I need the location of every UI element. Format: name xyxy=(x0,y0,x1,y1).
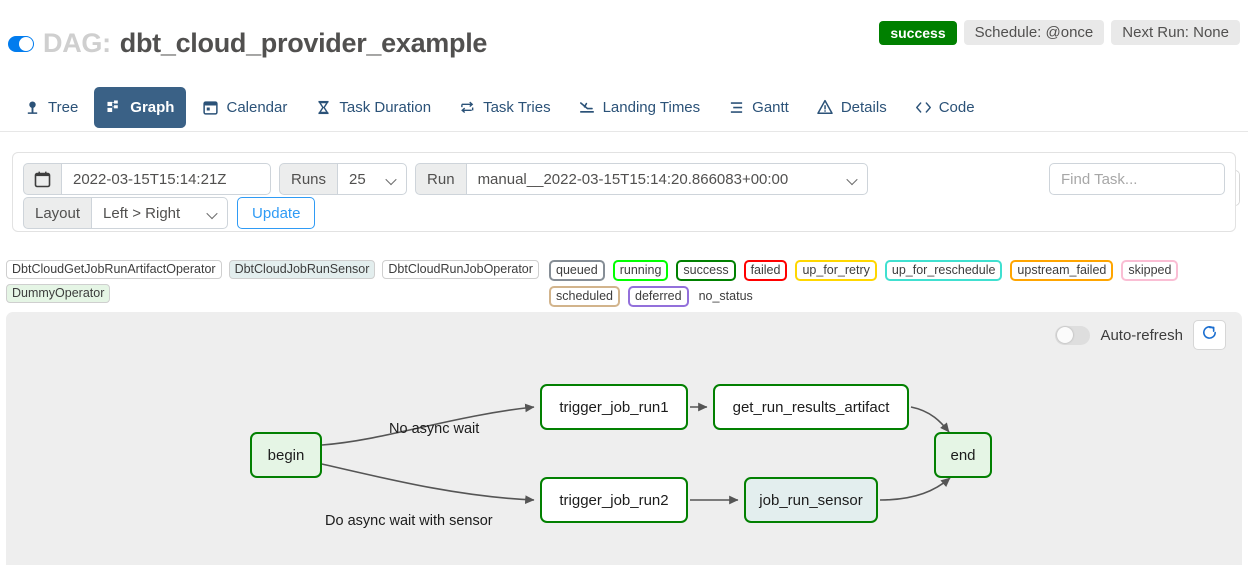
layout-label: Layout xyxy=(23,197,92,229)
run-label: Run xyxy=(415,163,466,195)
run-select[interactable]: manual__2022-03-15T15:14:20.866083+00:00 xyxy=(465,163,868,195)
tab-details[interactable]: Details xyxy=(805,87,899,128)
schedule-badge[interactable]: Schedule: @once xyxy=(963,20,1105,45)
auto-refresh-bar: Auto-refresh xyxy=(1055,320,1226,350)
graph-node-trigger-job-run2[interactable]: trigger_job_run2 xyxy=(540,477,688,523)
status-legend: queued running success failed up_for_ret… xyxy=(549,260,1243,307)
status-chip-scheduled: scheduled xyxy=(549,286,620,307)
update-button[interactable]: Update xyxy=(237,197,316,229)
find-task-input[interactable]: Find Task... xyxy=(1049,163,1225,195)
graph-icon xyxy=(106,99,123,116)
status-chip-up-for-reschedule: up_for_reschedule xyxy=(884,260,1003,281)
dag-name: dbt_cloud_provider_example xyxy=(119,28,488,58)
status-chip-deferred: deferred xyxy=(628,286,689,307)
node-label: job_run_sensor xyxy=(759,491,863,509)
graph-node-trigger-job-run1[interactable]: trigger_job_run1 xyxy=(540,384,688,430)
layout-group: Layout Left > Right xyxy=(23,197,229,229)
tab-tree[interactable]: Tree xyxy=(12,87,90,128)
edge-label-no-async-wait: No async wait xyxy=(389,421,480,437)
operator-legend: DbtCloudGetJobRunArtifactOperator DbtClo… xyxy=(6,260,546,303)
graph-legend: DbtCloudGetJobRunArtifactOperator DbtClo… xyxy=(0,258,1248,307)
status-chip-failed: failed xyxy=(743,260,788,281)
tab-landing-times[interactable]: Landing Times xyxy=(567,87,713,128)
tab-label: Details xyxy=(840,98,887,116)
graph-node-job-run-sensor[interactable]: job_run_sensor xyxy=(744,477,878,523)
calendar-icon[interactable] xyxy=(23,163,61,195)
operator-chip: DbtCloudRunJobOperator xyxy=(382,260,539,279)
status-badge: success xyxy=(879,20,957,45)
dag-graph-canvas[interactable]: begin trigger_job_run1 get_run_results_a… xyxy=(6,312,1242,565)
tab-task-duration[interactable]: Task Duration xyxy=(303,87,443,128)
base-date-group: 2022-03-15T15:14:21Z xyxy=(23,163,271,195)
operator-chip: DbtCloudGetJobRunArtifactOperator xyxy=(6,260,222,279)
runs-label: Runs xyxy=(279,163,338,195)
retry-icon xyxy=(459,99,476,116)
edge-begin-trigger2 xyxy=(321,463,535,504)
dag-view-tabs: Tree Graph Calendar Task Duration Task T… xyxy=(0,82,1248,206)
node-label: trigger_job_run2 xyxy=(559,491,669,509)
refresh-icon xyxy=(1201,324,1218,346)
operator-chip: DummyOperator xyxy=(6,284,111,303)
base-date-input[interactable]: 2022-03-15T15:14:21Z xyxy=(61,163,271,195)
page-title: DAG: dbt_cloud_provider_example xyxy=(8,28,487,59)
graph-panel: Auto-refresh xyxy=(6,312,1242,565)
status-chip-running: running xyxy=(612,260,669,281)
runs-group: Runs 25 xyxy=(279,163,408,195)
dag-label: DAG: xyxy=(43,28,111,58)
status-chip-upstream-failed: upstream_failed xyxy=(1010,260,1114,281)
tab-calendar[interactable]: Calendar xyxy=(190,87,299,128)
node-label: trigger_job_run1 xyxy=(559,398,669,416)
tab-label: Task Tries xyxy=(483,98,551,116)
gantt-icon xyxy=(728,99,745,116)
tab-task-tries[interactable]: Task Tries xyxy=(447,87,563,128)
status-chip-skipped: skipped xyxy=(1121,260,1179,281)
header-badges: success Schedule: @once Next Run: None xyxy=(879,20,1240,45)
tab-label: Graph xyxy=(130,98,175,116)
graph-edges xyxy=(321,402,951,505)
run-group: Run manual__2022-03-15T15:14:20.866083+0… xyxy=(415,163,868,195)
tree-icon xyxy=(24,99,41,116)
node-label: begin xyxy=(267,446,305,464)
node-label: get_run_results_artifact xyxy=(732,398,890,416)
triangle-info-icon xyxy=(817,99,834,116)
edge-artifact-end xyxy=(910,406,950,433)
tab-label: Tree xyxy=(48,98,79,116)
tab-label: Task Duration xyxy=(339,98,432,116)
tab-label: Code xyxy=(938,98,975,116)
layout-select[interactable]: Left > Right xyxy=(91,197,229,229)
status-chip-queued: queued xyxy=(549,260,605,281)
tab-code[interactable]: Code xyxy=(903,87,987,128)
edge-label-do-async-wait: Do async wait with sensor xyxy=(325,513,493,529)
tab-graph[interactable]: Graph xyxy=(94,86,187,128)
auto-refresh-toggle[interactable] xyxy=(1055,325,1091,345)
graph-controls-panel: 2022-03-15T15:14:21Z Runs 25 Run manual_… xyxy=(12,152,1236,232)
edge-begin-trigger1 xyxy=(321,403,535,446)
operator-chip: DbtCloudJobRunSensor xyxy=(228,260,376,279)
node-label: end xyxy=(950,446,976,464)
refresh-button[interactable] xyxy=(1193,320,1226,350)
hourglass-icon xyxy=(315,99,332,116)
landing-icon xyxy=(579,99,596,116)
edge-sensor-end xyxy=(879,477,951,501)
next-run-badge[interactable]: Next Run: None xyxy=(1111,20,1240,45)
tab-label: Calendar xyxy=(226,98,288,116)
graph-node-begin[interactable]: begin xyxy=(250,432,322,478)
status-chip-no-status: no_status xyxy=(698,289,753,303)
tab-gantt[interactable]: Gantt xyxy=(716,87,801,128)
auto-refresh-label: Auto-refresh xyxy=(1100,326,1183,344)
graph-node-get-run-results-artifact[interactable]: get_run_results_artifact xyxy=(713,384,909,430)
status-chip-success: success xyxy=(676,260,736,281)
dag-paused-toggle[interactable] xyxy=(8,35,34,52)
calendar-icon xyxy=(202,99,219,116)
tab-label: Landing Times xyxy=(602,98,701,116)
page-header: DAG: dbt_cloud_provider_example success … xyxy=(0,0,1248,78)
runs-select[interactable]: 25 xyxy=(337,163,408,195)
tab-label: Gantt xyxy=(752,98,789,116)
code-icon xyxy=(915,99,932,116)
graph-node-end[interactable]: end xyxy=(934,432,992,478)
status-chip-up-for-retry: up_for_retry xyxy=(795,260,877,281)
